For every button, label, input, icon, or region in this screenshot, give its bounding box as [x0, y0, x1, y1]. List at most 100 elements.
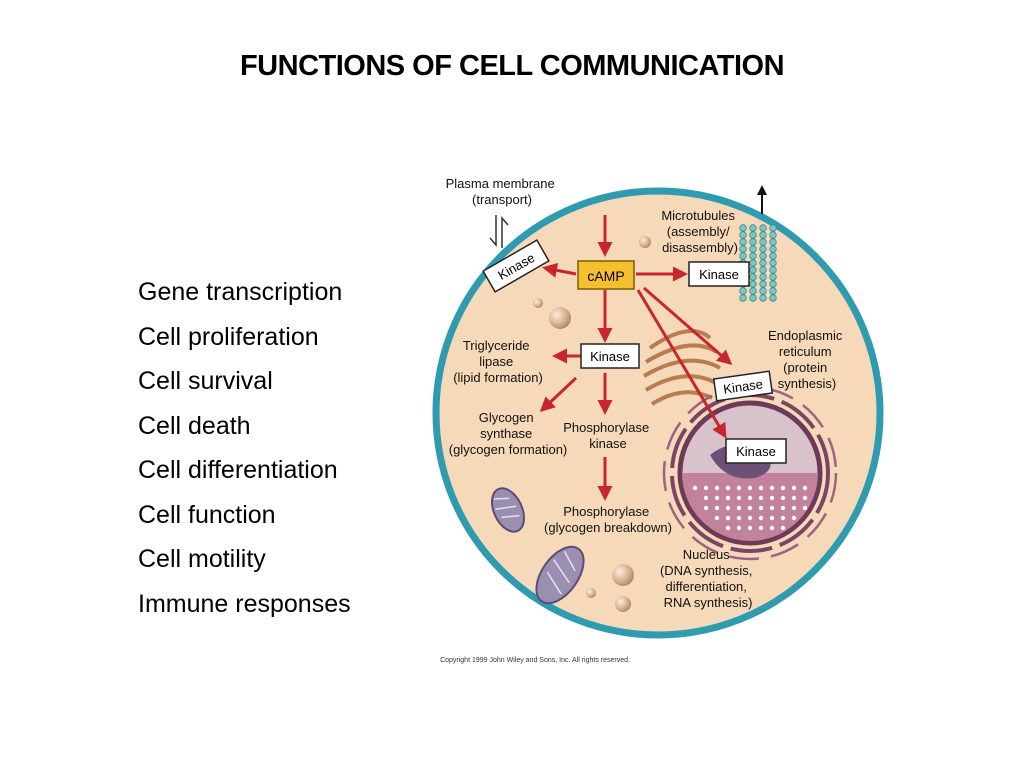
chromatin-dot: [747, 485, 753, 491]
golgi-apparatus: [642, 329, 721, 406]
chromatin-dots: [692, 485, 808, 531]
microtubule-bead: [749, 266, 757, 274]
microtubule-bead: [749, 252, 757, 260]
microtubule-bead: [769, 231, 777, 239]
transport-arrows-icon: [489, 215, 509, 248]
chromatin-dot: [736, 495, 742, 501]
microtubule-bead: [769, 238, 777, 246]
camp-node: cAMP: [577, 260, 635, 290]
chromatin-dot: [747, 515, 753, 521]
slide-title: FUNCTIONS OF CELL COMMUNICATION: [239, 50, 785, 82]
chromatin-dot: [769, 485, 775, 491]
chromatin-dot: [714, 515, 720, 521]
kinase-box-nucleus: Kinase: [725, 438, 787, 464]
chromatin-dot: [725, 495, 731, 501]
chromatin-dot: [714, 505, 720, 511]
function-item: Cell motility: [138, 545, 266, 573]
chromatin-dot: [769, 505, 775, 511]
chromatin-dot: [736, 505, 742, 511]
microtubule-bead: [769, 287, 777, 295]
endoplasmic-reticulum-label: Endoplasmic reticulum (protein synthesis…: [768, 328, 846, 391]
chromatin-dot: [769, 525, 775, 531]
kinase-label: Kinase: [590, 349, 630, 364]
microtubule-bead: [739, 224, 747, 232]
functions-list: Gene transcription Cell proliferation Ce…: [138, 270, 351, 626]
triglyceride-lipase-label: Triglyceride lipase (lipid formation): [453, 338, 543, 385]
microtubule-bead: [749, 273, 757, 281]
microtubule-bead: [749, 259, 757, 267]
function-item: Cell proliferation: [138, 322, 319, 351]
microtubule-bead: [759, 273, 767, 281]
chromatin-dot: [692, 485, 698, 491]
microtubule-bead: [739, 252, 747, 260]
microtubule-bead: [749, 224, 757, 232]
nucleus-label: Nucleus (DNA synthesis, differentiation,…: [660, 547, 756, 610]
chromatin-dot: [802, 485, 808, 491]
chromatin-dot: [736, 485, 742, 491]
chromatin-dot: [758, 485, 764, 491]
microtubule-bead: [769, 266, 777, 274]
microtubule-bead: [759, 266, 767, 274]
microtubule-bead: [759, 245, 767, 253]
function-item: Cell differentiation: [138, 456, 338, 484]
chromatin-dot: [747, 505, 753, 511]
chromatin-dot: [703, 505, 709, 511]
chromatin-dot: [780, 525, 786, 531]
chromatin-dot: [747, 525, 753, 531]
chromatin-dot: [758, 515, 764, 521]
chromatin-dot: [791, 515, 797, 521]
kinase-label: Kinase: [699, 267, 739, 282]
microtubule-bead: [749, 231, 757, 239]
function-item: Gene transcription: [138, 278, 343, 306]
microtubule-bead: [759, 224, 767, 232]
function-item: Cell death: [138, 411, 251, 440]
microtubule-bead: [759, 252, 767, 260]
kinase-label: Kinase: [736, 444, 776, 459]
kinase-box-membrane: Kinase: [482, 239, 550, 293]
microtubule-bead: [769, 224, 777, 232]
chromatin-dot: [791, 505, 797, 511]
chromatin-dot: [769, 495, 775, 501]
chromatin-dot: [736, 525, 742, 531]
chromatin-dot: [791, 495, 797, 501]
cell-signaling-diagram: cAMP Kinase Kinase Kinase Kinase Kinase …: [432, 176, 884, 664]
chromatin-dot: [703, 495, 709, 501]
chromatin-dot: [802, 505, 808, 511]
microtubule-bead: [759, 231, 767, 239]
chromatin-dot: [769, 515, 775, 521]
microtubules-label: Microtubules (assembly/ disassembly): [661, 208, 738, 255]
phosphorylase-label: Phosphorylase (glycogen breakdown): [544, 504, 672, 535]
microtubule-bead: [739, 231, 747, 239]
microtubule-bead: [769, 245, 777, 253]
function-item: Immune responses: [138, 589, 351, 618]
chromatin-dot: [802, 495, 808, 501]
chromatin-dot: [758, 505, 764, 511]
camp-label: cAMP: [587, 268, 624, 284]
copyright-notice: Copyright 1999 John Wiley and Sons, Inc.…: [440, 657, 630, 664]
phosphorylase-kinase-label: Phosphorylase kinase: [563, 420, 653, 451]
signal-arrows: [539, 215, 733, 501]
microtubule-bead: [769, 280, 777, 288]
chromatin-dot: [703, 485, 709, 491]
chromatin-dot: [791, 485, 797, 491]
chromatin-dot: [780, 505, 786, 511]
vesicles: [533, 236, 651, 612]
chromatin-dot: [714, 485, 720, 491]
microtubule-bead: [749, 280, 757, 288]
microtubule-bead: [739, 245, 747, 253]
microtubule-bead: [759, 280, 767, 288]
microtubule-bead: [769, 259, 777, 267]
chromatin-dot: [725, 515, 731, 521]
microtubule-bead: [749, 238, 757, 246]
chromatin-dot: [780, 515, 786, 521]
kinase-box-microtubules: Kinase: [688, 261, 750, 287]
kinase-box-er: Kinase: [712, 370, 774, 402]
plasma-membrane-label: Plasma membrane (transport): [446, 176, 559, 207]
microtubule-bead: [759, 287, 767, 295]
chromatin-dot: [747, 495, 753, 501]
kinase-label: Kinase: [722, 376, 763, 396]
chromatin-dot: [780, 495, 786, 501]
chromatin-dot: [758, 495, 764, 501]
microtubule-bead: [769, 294, 777, 302]
chromatin-dot: [780, 485, 786, 491]
